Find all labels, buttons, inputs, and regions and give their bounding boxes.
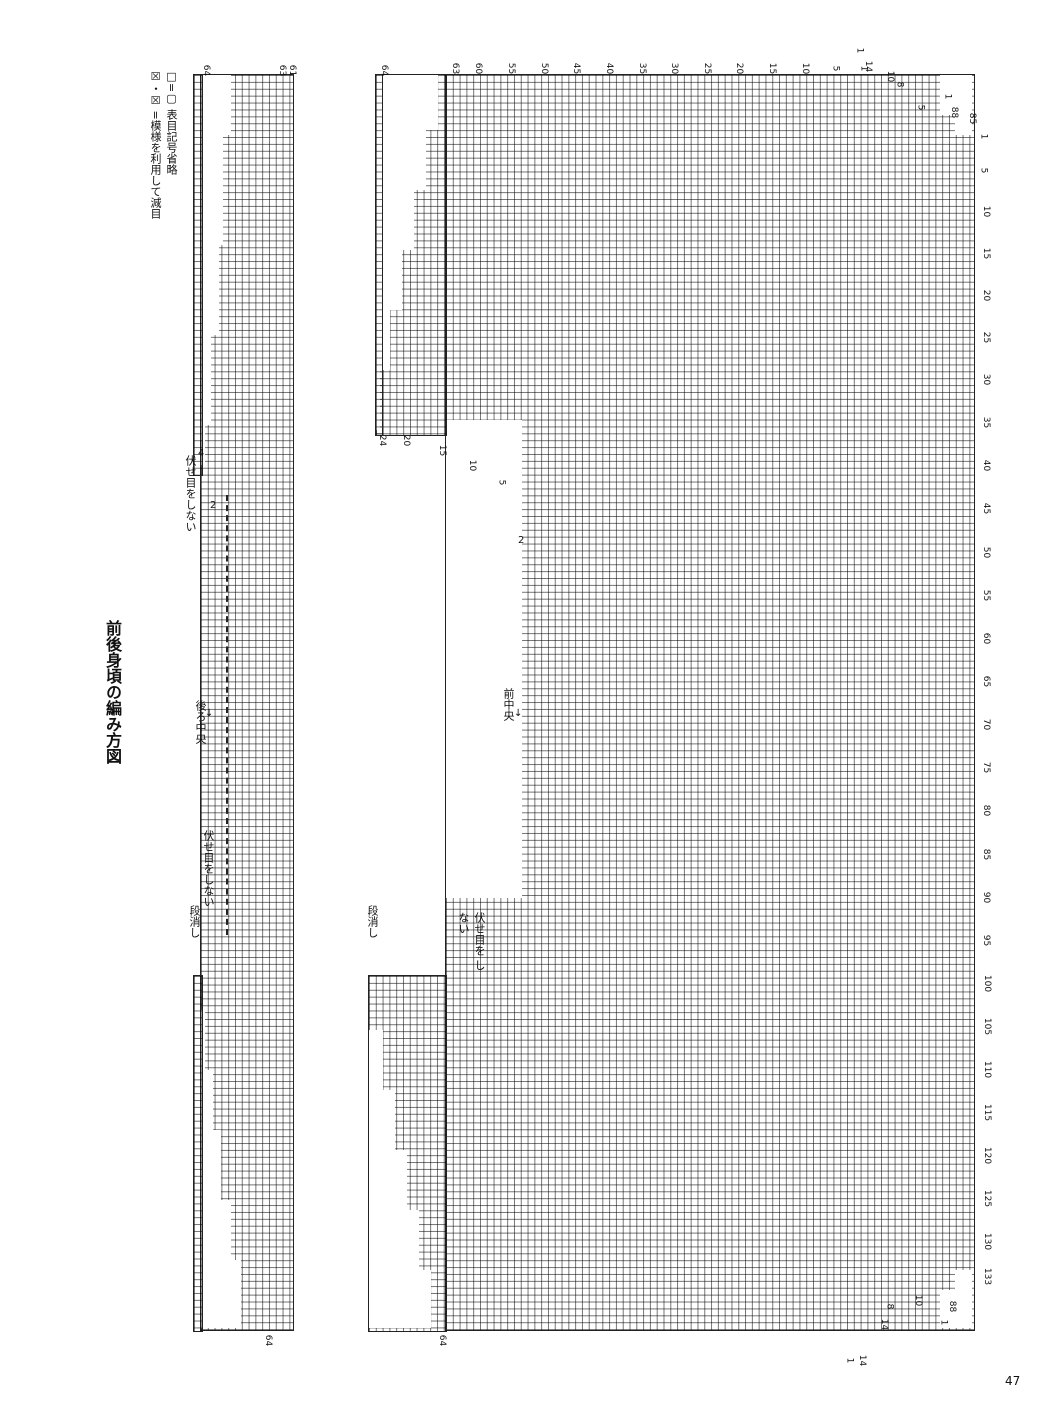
front-neck-cutout — [446, 420, 522, 898]
front-stitch-label: 20 — [981, 289, 992, 302]
side-label: 88 — [947, 1300, 958, 1313]
side-label: 5 — [915, 104, 926, 111]
front-strip-top — [375, 74, 383, 436]
front-neck-row: 24 — [377, 434, 388, 447]
front-stitch-label: 5 — [978, 167, 989, 174]
back-row-63: 63 — [277, 64, 288, 77]
back-step-2: 2 — [210, 500, 217, 511]
front-stitch-label: 10 — [981, 205, 992, 218]
front-stitch-label: 95 — [981, 934, 992, 947]
side-label: 1 — [938, 1319, 949, 1326]
front-stitch-label: 15 — [981, 247, 992, 260]
front-neck-row: 10 — [467, 459, 478, 472]
side-label: 1 — [942, 93, 953, 100]
front-stitch-label: 55 — [981, 589, 992, 602]
front-row-label: 10 — [800, 62, 811, 75]
front-stitch-label: 110 — [982, 1060, 993, 1079]
front-row-label: 50 — [539, 62, 550, 75]
front-stitch-label: 40 — [981, 459, 992, 472]
back-no-bindoff-bottom: 伏せ目をしない — [202, 830, 215, 907]
side-label: 85 — [967, 112, 978, 125]
back-step-4: 4 — [198, 448, 205, 459]
front-center-label: 前中央 — [502, 688, 515, 721]
front-step-2: 2 — [518, 535, 525, 546]
front-row-label: 25 — [702, 62, 713, 75]
front-row-label: 20 — [734, 62, 745, 75]
front-stitch-label: 80 — [981, 804, 992, 817]
front-stitch-label: 25 — [981, 331, 992, 344]
front-row-bottom: 64 — [437, 1334, 448, 1347]
front-stitch-label: 60 — [981, 632, 992, 645]
front-stitch-label: 50 — [981, 546, 992, 559]
front-hem-right-top — [940, 75, 972, 115]
front-row-label: 5 — [830, 65, 841, 72]
legend-line-2: □=▢ 表目記号省略 — [165, 70, 178, 175]
front-row-top: 64 — [379, 64, 390, 77]
front-stitch-label: 1 — [978, 133, 989, 140]
front-stitch-label: 115 — [982, 1103, 993, 1122]
front-row-label: 15 — [767, 62, 778, 75]
front-neck-row: 20 — [401, 434, 412, 447]
back-center-dash — [226, 495, 228, 935]
front-row-label: 30 — [669, 62, 680, 75]
front-hem-right-bottom — [940, 1290, 972, 1328]
front-row-label: 45 — [571, 62, 582, 75]
front-center-arrow: ↓ — [514, 708, 523, 719]
side-label: 14 — [863, 60, 874, 73]
side-label: 8 — [884, 1303, 895, 1310]
front-neck-row: 15 — [437, 444, 448, 457]
side-label: 8 — [894, 81, 905, 88]
side-label: 88 — [949, 106, 960, 119]
front-stitch-label: 65 — [981, 675, 992, 688]
front-stitch-label: 90 — [981, 891, 992, 904]
front-stitch-label: 45 — [981, 502, 992, 515]
front-stitch-label: 105 — [982, 1017, 993, 1036]
front-stitch-label: 75 — [981, 761, 992, 774]
side-label: 14 — [879, 1318, 890, 1331]
side-label: 10 — [885, 70, 896, 83]
front-row-label: 60 — [473, 62, 484, 75]
side-label: 1 — [854, 47, 865, 54]
front-stitch-label: 100 — [982, 974, 993, 993]
front-stitch-label: 120 — [982, 1146, 993, 1165]
back-shoulder-left-cut — [201, 75, 231, 135]
side-label: 1 — [844, 1357, 855, 1364]
side-label: 10 — [913, 1294, 924, 1307]
front-stitch-label: 35 — [981, 416, 992, 429]
front-neck-row: 5 — [496, 479, 507, 486]
front-row-label: 40 — [604, 62, 615, 75]
front-stitch-label: 70 — [981, 718, 992, 731]
front-row-label: 63 — [450, 62, 461, 75]
back-shoulder-strip-top — [193, 74, 203, 476]
page-title: 前後身頃の編み方図 — [103, 620, 122, 764]
front-stitch-label: 130 — [982, 1232, 993, 1251]
front-short-row: 段消し — [366, 905, 379, 938]
back-row-top: 64 — [201, 64, 212, 77]
front-row-label: 35 — [637, 62, 648, 75]
legend-line-1: ☒・☒ =模様を利用して減目 — [149, 70, 162, 219]
back-center-label: 後ろ中央 — [194, 700, 207, 744]
back-row-bottom: 64 — [263, 1334, 274, 1347]
back-center-arrow: ↓ — [205, 708, 214, 719]
page-number: 47 — [1005, 1374, 1021, 1388]
back-short-row: 段消し — [188, 905, 201, 938]
front-grid-main — [445, 74, 975, 1331]
back-no-bindoff-top: 伏せ目をしない — [184, 455, 197, 532]
back-shoulder-strip-bottom — [193, 975, 203, 1332]
side-label: 14 — [857, 1354, 868, 1367]
back-row-61: 61 — [287, 64, 298, 77]
front-stitch-label: 30 — [981, 373, 992, 386]
front-stitch-label: 125 — [982, 1189, 993, 1208]
front-row-label: 55 — [506, 62, 517, 75]
front-no-bindoff: 伏せ目を しない — [457, 912, 486, 971]
front-stitch-label: 133 — [982, 1267, 993, 1286]
front-stitch-label: 85 — [981, 848, 992, 861]
